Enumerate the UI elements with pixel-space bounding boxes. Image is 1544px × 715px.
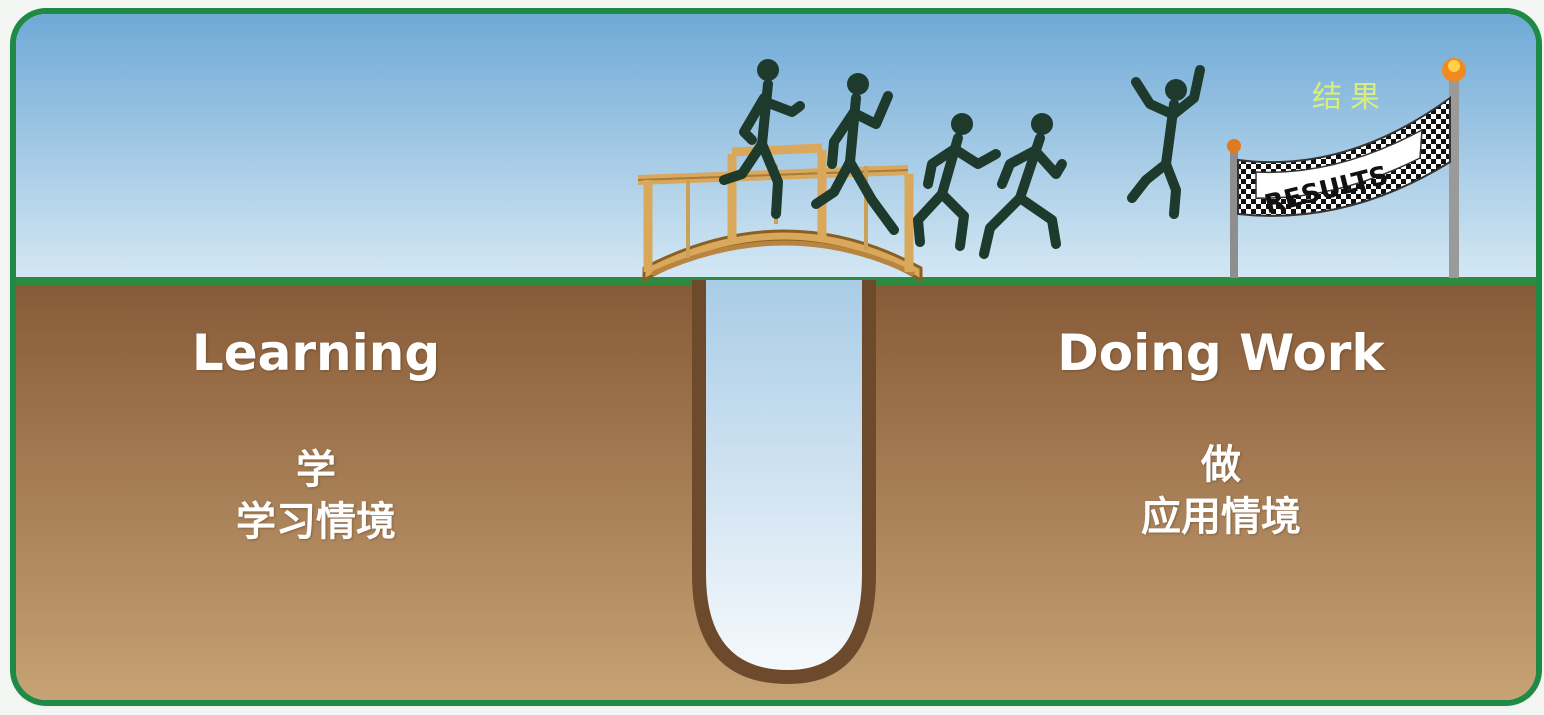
learning-subtitle-line1: 学 (176, 444, 456, 496)
diagram-frame: RESULTS 结果 Learning 学 学习情境 Doing Work 做 … (16, 14, 1536, 700)
learning-subtitle: 学 学习情境 (176, 444, 456, 548)
doing-work-subtitle: 做 应用情境 (1076, 439, 1366, 543)
doing-subtitle-line2: 应用情境 (1076, 491, 1366, 543)
learning-subtitle-line2: 学习情境 (176, 496, 456, 548)
results-caption: 结果 (1312, 72, 1388, 116)
doing-work-title: Doing Work (1026, 324, 1416, 382)
doing-subtitle-line1: 做 (1076, 439, 1366, 491)
learning-title: Learning (176, 324, 456, 382)
